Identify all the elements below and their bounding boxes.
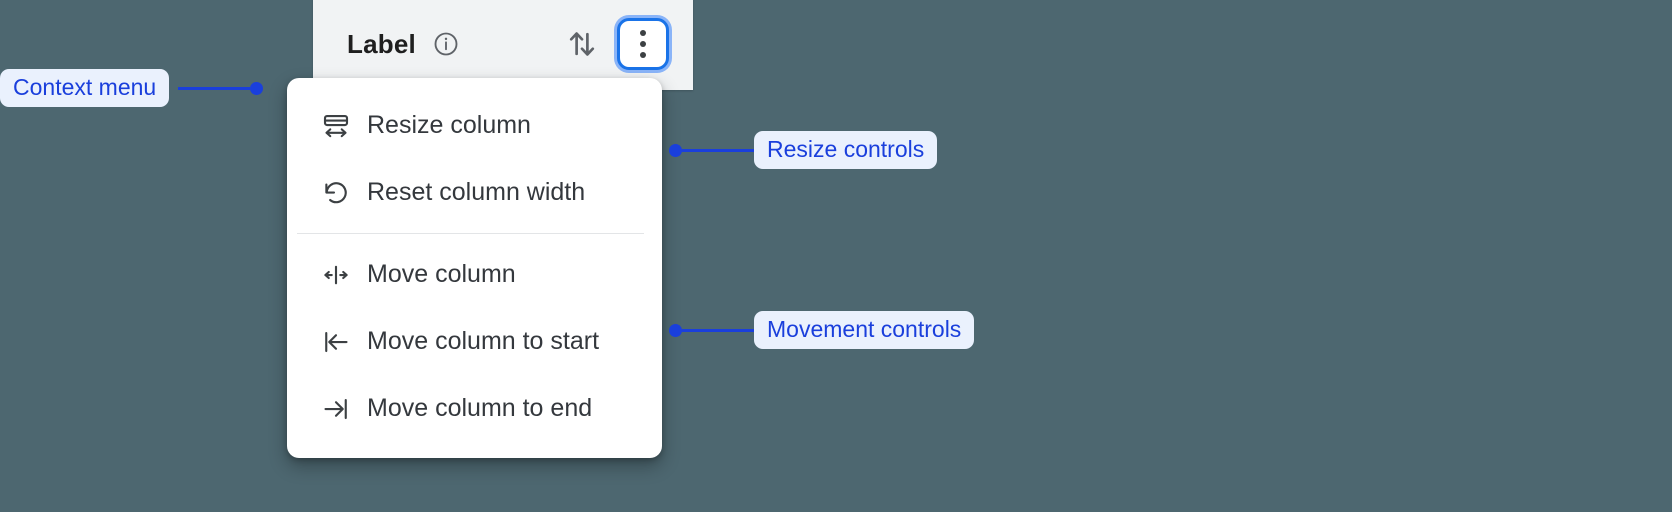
menu-item-reset-column-width[interactable]: Reset column width bbox=[287, 159, 662, 226]
annotation-resize-controls: Resize controls bbox=[669, 131, 938, 170]
reset-width-icon bbox=[321, 178, 353, 208]
context-menu: Resize column Reset column width bbox=[287, 78, 662, 458]
menu-item-label: Move column bbox=[367, 260, 516, 288]
menu-item-resize-column[interactable]: Resize column bbox=[287, 92, 662, 159]
annotation-label: Context menu bbox=[0, 69, 170, 108]
kebab-menu-icon bbox=[640, 30, 646, 58]
annotation-anchor-dot bbox=[250, 81, 264, 95]
resize-column-icon bbox=[321, 111, 353, 141]
annotation-leader-line bbox=[682, 148, 754, 152]
menu-divider bbox=[297, 233, 644, 234]
move-to-start-icon bbox=[321, 327, 353, 357]
page-title: Label bbox=[347, 28, 416, 59]
annotation-context-menu: Context menu bbox=[0, 69, 264, 108]
menu-item-label: Reset column width bbox=[367, 178, 586, 206]
menu-item-move-column[interactable]: Move column bbox=[287, 241, 662, 308]
info-circle-icon[interactable] bbox=[432, 30, 460, 58]
annotation-movement-controls: Movement controls bbox=[669, 311, 975, 350]
annotation-anchor-dot bbox=[669, 323, 682, 337]
annotation-label: Movement controls bbox=[754, 311, 975, 350]
menu-item-move-column-to-end[interactable]: Move column to end bbox=[287, 375, 662, 442]
move-to-end-icon bbox=[321, 394, 353, 424]
menu-item-label: Move column to start bbox=[367, 327, 600, 355]
annotation-leader-line bbox=[178, 86, 251, 90]
menu-item-label: Resize column bbox=[367, 111, 531, 139]
column-header-panel: Label bbox=[313, 0, 693, 90]
menu-item-move-column-to-start[interactable]: Move column to start bbox=[287, 308, 662, 375]
menu-item-label: Move column to end bbox=[367, 394, 593, 422]
move-column-icon bbox=[321, 260, 353, 290]
sort-arrows-icon[interactable] bbox=[563, 25, 601, 63]
column-header-content: Label bbox=[347, 18, 693, 70]
annotation-anchor-dot bbox=[669, 143, 682, 157]
annotation-label: Resize controls bbox=[754, 131, 938, 170]
overflow-menu-button[interactable] bbox=[617, 18, 669, 70]
annotation-leader-line bbox=[682, 328, 754, 332]
